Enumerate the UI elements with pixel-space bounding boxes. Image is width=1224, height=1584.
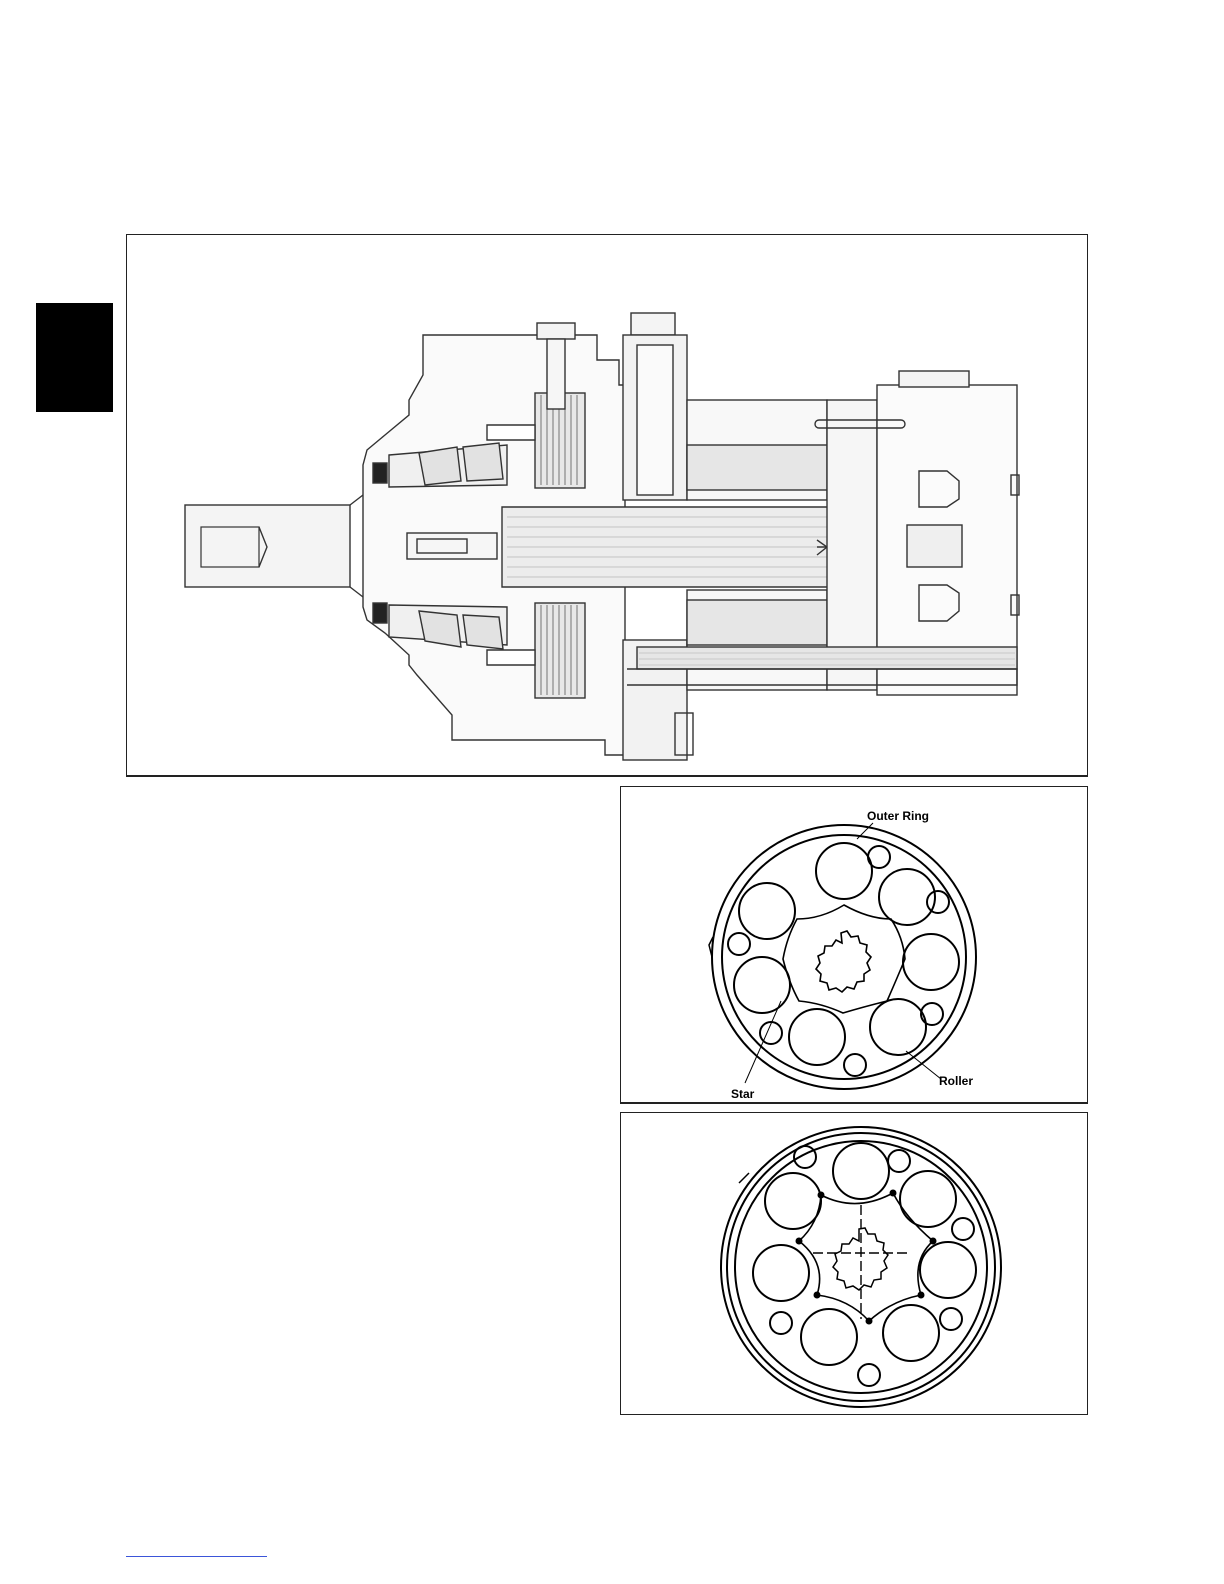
- cross-section-figure: [126, 234, 1088, 777]
- star-label: Star: [731, 1087, 755, 1101]
- star-geometry-figure: [620, 1112, 1088, 1415]
- gerotor-figure: Outer Ring Roller Star: [620, 786, 1088, 1104]
- roller-label: Roller: [939, 1074, 973, 1088]
- outer-ring-label: Outer Ring: [867, 809, 929, 823]
- footer-rule: [126, 1556, 267, 1557]
- section-tab-marker: [36, 303, 113, 412]
- gerotor-set-icon: Outer Ring Roller Star: [621, 787, 1087, 1103]
- gerotor-star-geometry-icon: [621, 1113, 1087, 1414]
- hydraulic-motor-cross-section-icon: [127, 235, 1087, 776]
